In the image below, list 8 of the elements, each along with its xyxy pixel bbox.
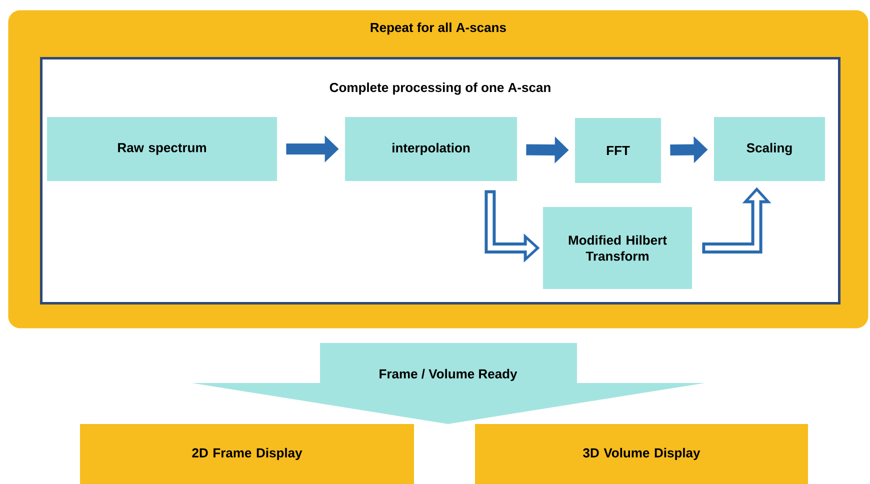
process-box: interpolation: [345, 117, 517, 181]
process-box: FFT: [575, 118, 661, 183]
process-box: Scaling: [714, 117, 825, 181]
process-box: Raw spectrum: [47, 117, 277, 181]
down-arrow-banner: Frame / Volume Ready: [192, 343, 705, 424]
display-box: 3D Volume Display: [475, 424, 808, 484]
display-box: 2D Frame Display: [80, 424, 414, 484]
process-box: Modified Hilbert Transform: [543, 207, 692, 289]
